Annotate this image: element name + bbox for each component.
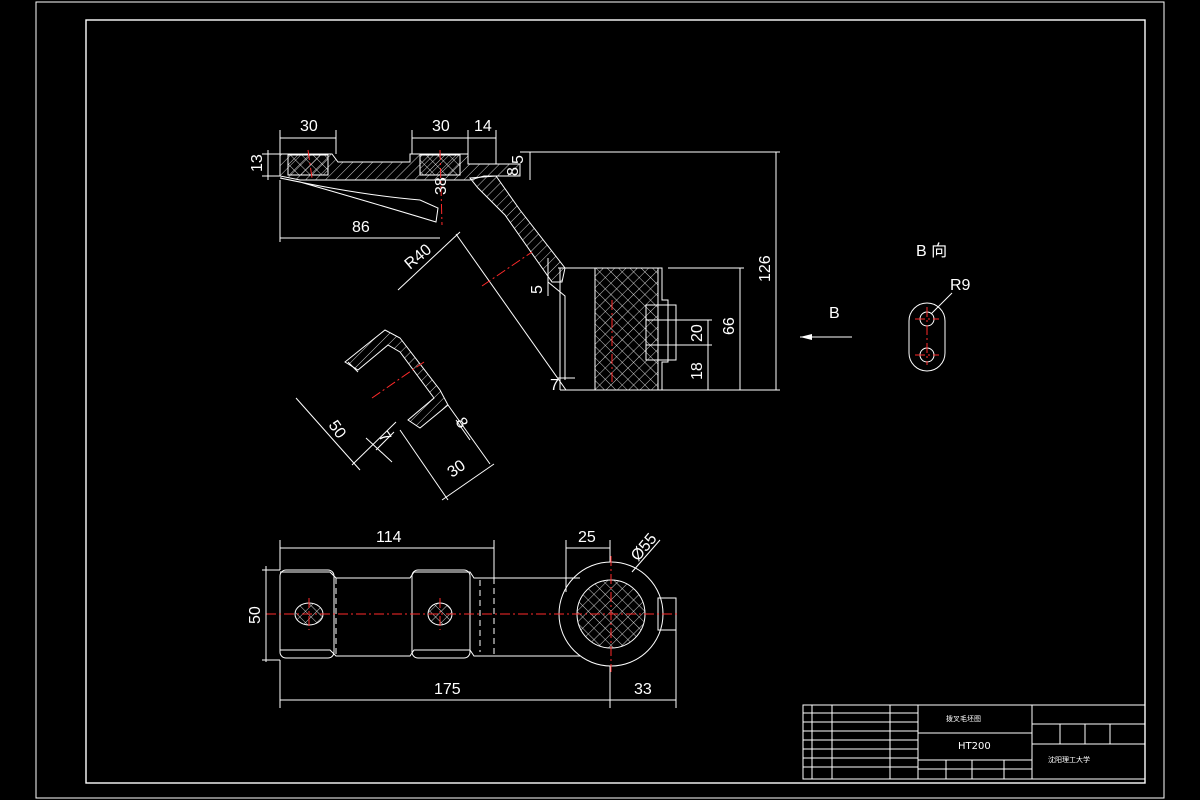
dim-86: 86 — [352, 219, 370, 236]
title-material: HT200 — [958, 741, 991, 752]
dim-30-section: 30 — [445, 457, 469, 481]
plan-view — [266, 556, 680, 672]
dim-r9: R9 — [950, 277, 971, 294]
view-b-label: B 向 — [916, 242, 947, 260]
dim-25: 25 — [578, 529, 596, 546]
arrow-b-label: B — [829, 305, 840, 322]
dim-7-bottom: 7 — [550, 377, 559, 394]
title-school: 沈阳理工大学 — [1048, 755, 1090, 764]
inner-frame — [85, 19, 1146, 784]
dim-30-left: 30 — [300, 118, 318, 135]
dim-126: 126 — [757, 255, 774, 282]
dim-50-section: 50 — [325, 418, 349, 442]
dim-8-section: 8 — [452, 415, 471, 432]
dim-18: 18 — [689, 362, 706, 380]
outer-border — [35, 1, 1165, 799]
dim-13: 13 — [249, 154, 266, 172]
dim-33: 33 — [634, 681, 652, 698]
dim-114: 114 — [376, 529, 402, 546]
dim-50-plan: 50 — [247, 606, 264, 624]
view-b-slot — [908, 292, 953, 372]
dim-175: 175 — [434, 681, 461, 698]
dim-5-top: 5 — [510, 155, 527, 164]
front-view — [279, 149, 780, 391]
front-view-dimensions — [262, 130, 780, 390]
dim-r40: R40 — [402, 241, 435, 273]
dim-20: 20 — [689, 324, 706, 342]
dim-66: 66 — [721, 317, 738, 335]
dim-7-section: 7 — [375, 429, 394, 446]
dim-dia55: Ø55 — [628, 530, 661, 564]
dim-8: 8 — [505, 167, 522, 176]
dim-5-arm: 5 — [529, 285, 546, 294]
section-view — [295, 329, 495, 501]
dim-38: 38 — [433, 177, 450, 195]
dim-30-mid: 30 — [432, 118, 450, 135]
title-block — [802, 704, 1146, 780]
arrow-b — [800, 334, 852, 340]
dim-14: 14 — [474, 118, 492, 135]
plan-view-dimensions — [262, 539, 677, 708]
title-part-name: 拨叉毛坯图 — [946, 714, 981, 723]
